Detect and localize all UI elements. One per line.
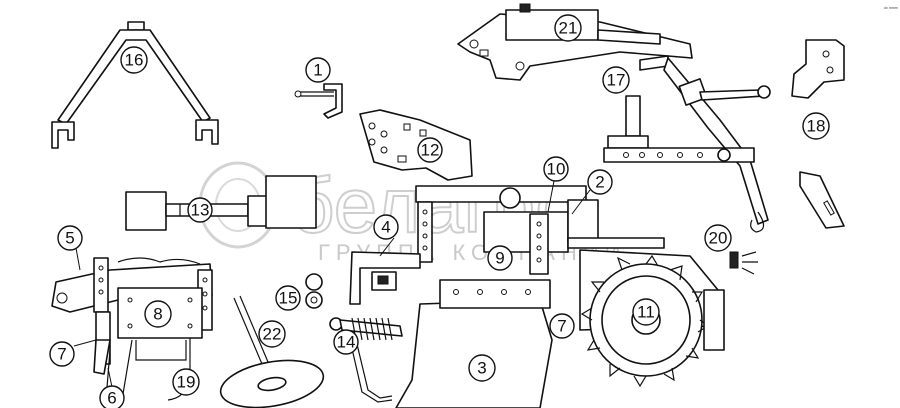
part-21-upper-link	[457, 3, 771, 233]
callout-16: 16	[120, 46, 148, 74]
callout-6: 6	[99, 367, 125, 408]
callout-label-2: 2	[595, 173, 604, 192]
callout-2: 2	[571, 169, 613, 215]
callout-label-12: 12	[421, 141, 440, 160]
part-15-washers	[305, 273, 323, 309]
callout-label-14: 14	[337, 333, 356, 352]
callout-label-10: 10	[547, 160, 566, 179]
part-13-shaft	[125, 175, 317, 231]
callout-label-3: 3	[477, 359, 486, 378]
callout-4: 4	[373, 214, 399, 257]
callout-label-22: 22	[263, 325, 282, 344]
callout-label-4: 4	[381, 218, 390, 237]
callout-1: 1	[305, 57, 331, 83]
callout-label-7b: 7	[557, 317, 566, 336]
part-17-lower-bar	[603, 95, 755, 163]
callout-13: 13	[187, 197, 213, 223]
callout-label-17: 17	[607, 71, 626, 90]
callout-7b: 7	[549, 313, 575, 339]
callout-label-5: 5	[65, 229, 74, 248]
callout-12: 12	[417, 137, 443, 163]
callout-5: 5	[57, 225, 83, 271]
callout-label-7a: 7	[57, 345, 66, 364]
corner-mark: ᵈᵒ ᵐᵐᵐ	[884, 6, 898, 12]
part-22-disc	[219, 295, 325, 408]
callout-15: 15	[275, 285, 301, 311]
callout-7a: 7	[49, 339, 97, 367]
callout-label-19: 19	[177, 373, 196, 392]
callout-label-18: 18	[807, 117, 826, 136]
part-20-lamp	[729, 251, 758, 275]
callouts: 1 2 3 4 5 6 7	[49, 14, 830, 408]
part-12-mount-plate	[359, 109, 473, 181]
callout-label-9: 9	[495, 249, 504, 268]
callout-22: 22	[258, 320, 286, 348]
callout-9: 9	[487, 245, 513, 271]
main-frame	[349, 185, 665, 305]
callout-3: 3	[468, 354, 496, 382]
callout-label-20: 20	[709, 229, 728, 248]
callout-14: 14	[333, 329, 359, 355]
part-18-brackets	[791, 39, 845, 229]
callout-label-8: 8	[153, 305, 162, 324]
callout-label-21: 21	[559, 19, 578, 38]
callout-label-6: 6	[107, 389, 116, 408]
callout-label-11: 11	[637, 303, 655, 322]
callout-label-15: 15	[279, 289, 298, 308]
callout-20: 20	[704, 224, 732, 252]
callout-17: 17	[602, 66, 630, 94]
callout-label-13: 13	[191, 201, 210, 220]
callout-label-16: 16	[125, 51, 144, 70]
callout-8: 8	[144, 300, 172, 328]
part-1-pin	[294, 83, 343, 119]
part-3-opener	[395, 279, 553, 408]
callout-18: 18	[802, 112, 830, 140]
part-16-a-frame	[51, 21, 219, 149]
callout-19: 19	[172, 368, 200, 396]
callout-10: 10	[543, 156, 569, 213]
callout-21: 21	[554, 14, 582, 42]
callout-11: 11	[632, 298, 660, 326]
callout-label-1: 1	[313, 61, 322, 80]
part-14-spring	[329, 317, 403, 403]
